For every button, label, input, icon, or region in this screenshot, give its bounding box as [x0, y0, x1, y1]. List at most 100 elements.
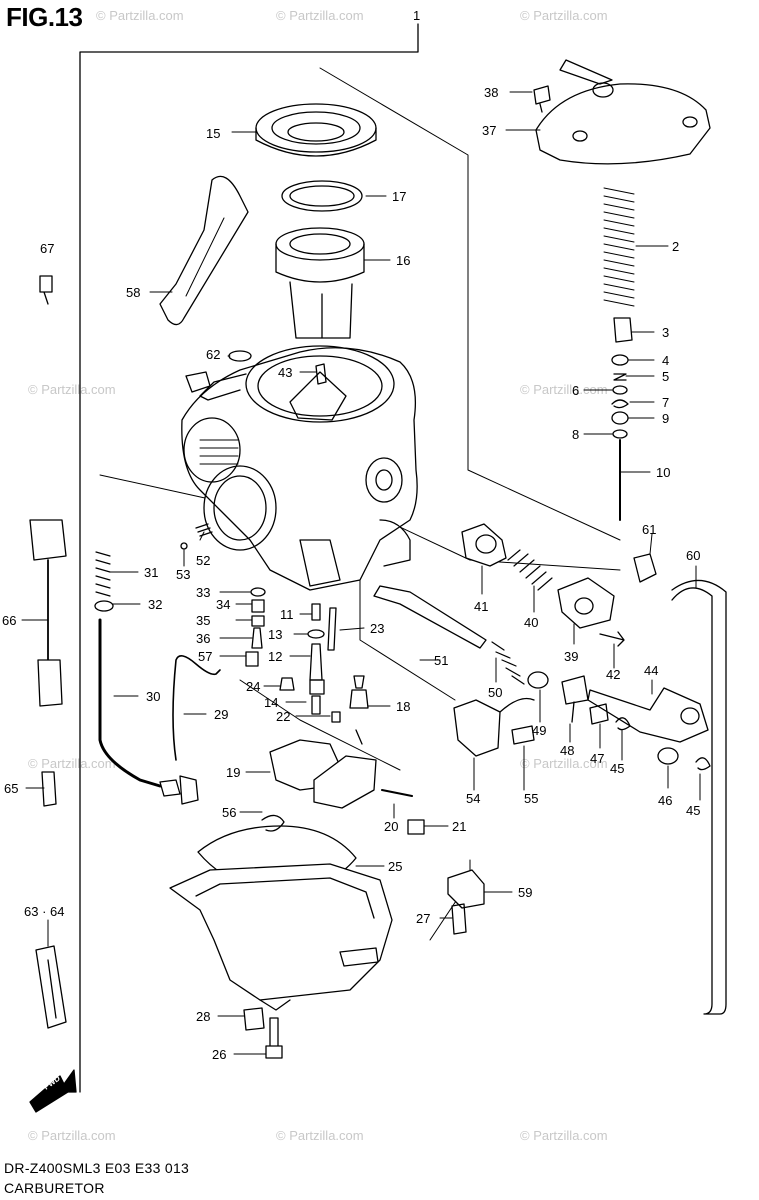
callout-label: 47	[590, 751, 604, 766]
watermark: © Partzilla.com	[96, 8, 184, 23]
callout-label: 11	[280, 607, 294, 622]
callout-label: 25	[388, 859, 402, 874]
washer	[657, 747, 679, 765]
washer	[612, 385, 628, 395]
callout-label: 3	[662, 325, 669, 340]
callout-label: 49	[532, 723, 546, 738]
strap-slot	[47, 959, 57, 1019]
guide-line	[99, 474, 206, 499]
watermark: © Partzilla.com	[520, 382, 608, 397]
drain-plug	[265, 1017, 283, 1059]
callout-label: 23	[370, 621, 384, 636]
float-bowl	[169, 863, 393, 1011]
callout-label: 48	[560, 743, 574, 758]
callout-label: 16	[396, 253, 410, 268]
diaphragm	[255, 103, 377, 157]
float-pin	[381, 789, 413, 797]
seat-screw	[331, 711, 341, 723]
callout-label: 37	[482, 123, 496, 138]
callout-label: 33	[196, 585, 210, 600]
watermark: © Partzilla.com	[28, 1128, 116, 1143]
callout-label: 67	[40, 241, 54, 256]
callout-label: 58	[126, 285, 140, 300]
callout-label: 52	[196, 553, 210, 568]
needle-jet	[309, 643, 323, 681]
callout-label: 43	[278, 365, 292, 380]
callout-label: 10	[656, 465, 670, 480]
callout-label: 50	[488, 685, 502, 700]
callout-label: 27	[416, 911, 430, 926]
plunger-spring	[95, 551, 111, 597]
vent-hose-line	[185, 217, 225, 297]
watermark: © Partzilla.com	[276, 1128, 364, 1143]
e-clip	[695, 757, 711, 771]
section-title: CARBURETOR	[4, 1180, 105, 1196]
vent-tube	[172, 655, 221, 761]
callout-label: 21	[452, 819, 466, 834]
plunger-nut	[245, 651, 259, 667]
drain-screw	[243, 1007, 265, 1031]
callout-label: 35	[196, 613, 210, 628]
washer	[94, 600, 114, 612]
cover-hole	[475, 534, 497, 554]
accelerator-pump-cover	[461, 523, 507, 567]
callout-label: 53	[176, 567, 190, 582]
cable-nut	[179, 775, 199, 805]
spring-seat	[251, 615, 265, 627]
cap	[250, 587, 266, 597]
callout-label: 66	[2, 613, 16, 628]
rod-spring	[491, 641, 525, 685]
hose-clip	[261, 814, 285, 832]
callout-label: 39	[564, 649, 578, 664]
top-cap	[535, 59, 711, 165]
hose-clip	[633, 553, 657, 583]
callout-label: 8	[572, 427, 579, 442]
valve-seat	[353, 675, 365, 689]
callout-label: 15	[206, 126, 220, 141]
callout-label: 45	[686, 803, 700, 818]
callout-label: 32	[148, 597, 162, 612]
callout-label: 40	[524, 615, 538, 630]
lever-pivot	[680, 707, 700, 725]
starter-plunger	[251, 627, 263, 649]
accel-pump-housing	[557, 577, 615, 629]
callout-label: 65	[4, 781, 18, 796]
throttle-position-sensor	[453, 699, 501, 757]
jet-holder	[309, 679, 325, 695]
starter-jet	[279, 677, 295, 691]
spacer	[611, 411, 629, 425]
callout-label: 55	[524, 791, 538, 806]
callout-label: 34	[216, 597, 230, 612]
e-clip	[615, 717, 631, 731]
leader-lines	[21, 91, 701, 1055]
o-ring	[307, 629, 325, 639]
adjust-screw	[561, 675, 589, 723]
callout-label: 59	[518, 885, 532, 900]
cap-screw	[533, 85, 551, 113]
ball	[180, 542, 188, 550]
cable-bracket	[447, 869, 485, 909]
callout-label: 13	[268, 627, 282, 642]
strap	[35, 945, 67, 1029]
callout-label: 2	[672, 239, 679, 254]
e-clip	[611, 399, 629, 409]
callout-label: 20	[384, 819, 398, 834]
callout-label: 54	[466, 791, 480, 806]
callout-label: 36	[196, 631, 210, 646]
pilot-jet	[311, 603, 321, 621]
callout-label: 31	[144, 565, 158, 580]
accel-pump-spring	[507, 549, 553, 591]
callout-label: 6	[572, 383, 579, 398]
pump-rod	[373, 585, 487, 649]
callout-label: 18	[396, 699, 410, 714]
washer	[612, 429, 628, 439]
collar	[589, 703, 609, 725]
sensor-screw	[511, 725, 535, 745]
sensor-lead	[499, 697, 535, 713]
starter-cable	[98, 618, 162, 788]
watermark: © Partzilla.com	[28, 756, 116, 771]
piston-spring	[603, 187, 635, 307]
callout-label: 61	[642, 522, 656, 537]
